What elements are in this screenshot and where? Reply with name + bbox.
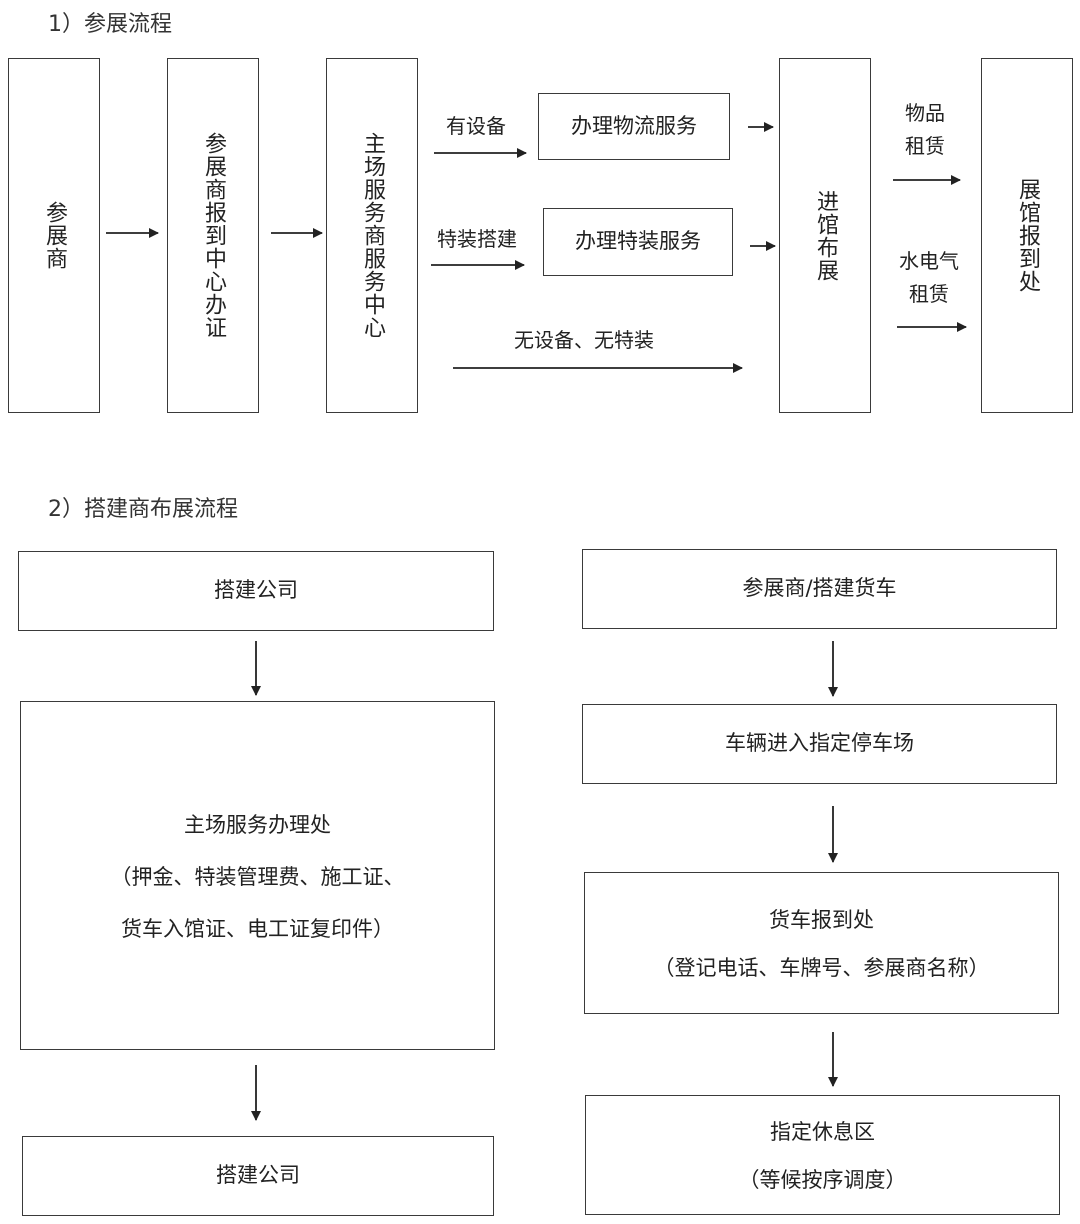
box-builder-bottom: 搭建公司 (22, 1136, 494, 1216)
label-utility-rental-line2: 租赁 (909, 282, 949, 306)
box-truck-checkin: 货车报到处 （登记电话、车牌号、参展商名称） (584, 872, 1059, 1014)
rest-area-detail: （等候按序调度） (738, 1168, 907, 1192)
truck-checkin-detail: （登记电话、车牌号、参展商名称） (653, 956, 990, 980)
label-utility-rental-line1: 水电气 (899, 249, 959, 273)
box-hall-checkin: 展馆报到处 (981, 58, 1073, 413)
service-office-title: 主场服务办理处 (184, 812, 331, 837)
box-service-center-label: 主场服务商服务中心 (360, 132, 385, 339)
label-special-construction: 特装搭建 (437, 227, 517, 251)
box-hall-checkin-label: 展馆报到处 (1015, 178, 1040, 293)
box-logistics-service: 办理物流服务 (538, 93, 730, 160)
rest-area-title: 指定休息区 (770, 1120, 875, 1144)
box-move-in: 进馆布展 (779, 58, 871, 413)
box-special-build-service-label: 办理特装服务 (575, 229, 701, 254)
box-exhibitor-label: 参展商 (42, 201, 67, 270)
label-item-rental: 物品 租赁 (895, 97, 955, 163)
box-service-office: 主场服务办理处 （押金、特装管理费、施工证、 货车入馆证、电工证复印件） (20, 701, 495, 1050)
box-truck: 参展商/搭建货车 (582, 549, 1057, 629)
box-registration-center-label: 参展商报到中心办证 (201, 132, 226, 339)
label-item-rental-line1: 物品 (905, 101, 945, 125)
box-builder-top-label: 搭建公司 (214, 578, 298, 603)
box-builder-bottom-label: 搭建公司 (216, 1163, 300, 1188)
box-truck-label: 参展商/搭建货车 (742, 576, 897, 601)
box-logistics-service-label: 办理物流服务 (571, 113, 697, 138)
box-registration-center: 参展商报到中心办证 (167, 58, 259, 413)
label-with-equipment: 有设备 (446, 114, 506, 138)
box-exhibitor: 参展商 (8, 58, 100, 413)
box-service-center: 主场服务商服务中心 (326, 58, 418, 413)
box-special-build-service: 办理特装服务 (543, 208, 733, 276)
box-rest-area: 指定休息区 （等候按序调度） (585, 1095, 1060, 1215)
label-item-rental-line2: 租赁 (905, 134, 945, 158)
service-office-line2: 货车入馆证、电工证复印件） (121, 916, 394, 941)
label-no-equipment: 无设备、无特装 (514, 328, 654, 352)
box-parking: 车辆进入指定停车场 (582, 704, 1057, 784)
box-builder-top: 搭建公司 (18, 551, 494, 631)
section2-heading: 2）搭建商布展流程 (48, 497, 238, 522)
box-parking-label: 车辆进入指定停车场 (725, 731, 914, 756)
service-office-line1: （押金、特装管理费、施工证、 (110, 864, 405, 889)
truck-checkin-title: 货车报到处 (769, 908, 874, 932)
section1-heading: 1）参展流程 (48, 12, 172, 37)
box-move-in-label: 进馆布展 (813, 189, 838, 282)
label-utility-rental: 水电气 租赁 (893, 245, 965, 311)
